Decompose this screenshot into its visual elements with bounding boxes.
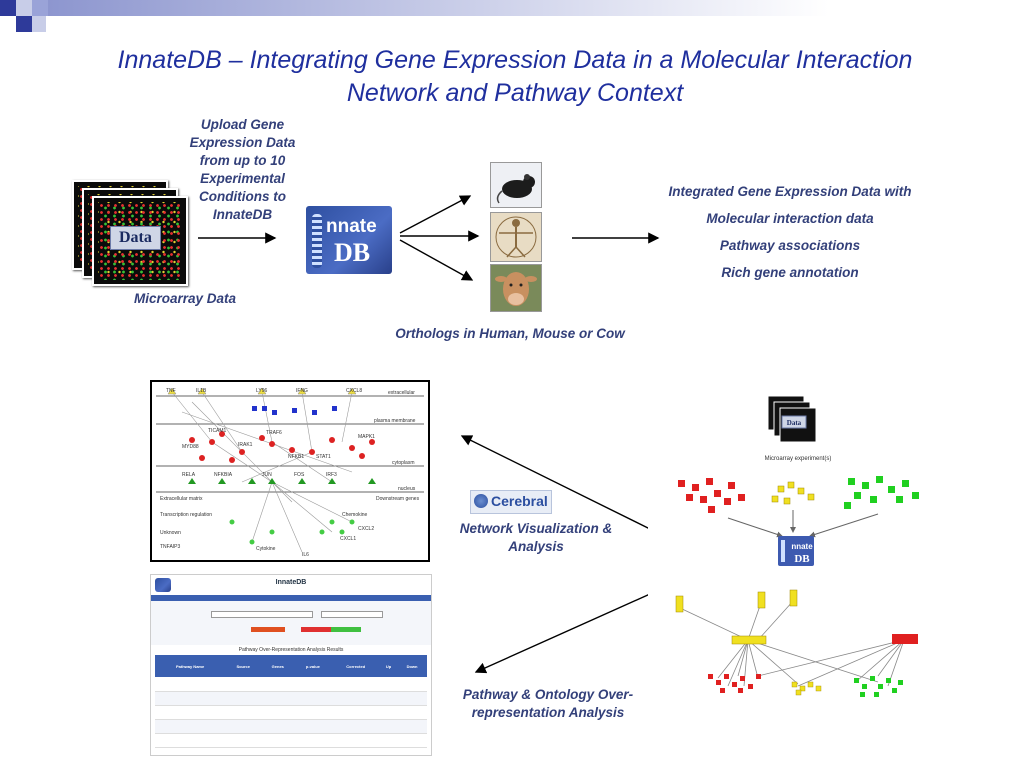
title-line-1: InnateDB – Integrating Gene Expression D… <box>117 46 913 74</box>
logo-word-1: nnate <box>326 216 377 237</box>
innatedb-small-logo <box>155 578 171 592</box>
mouse-image <box>490 162 542 208</box>
column-header: Corrected <box>346 663 366 669</box>
result-item: Molecular interaction data <box>706 211 874 226</box>
schematic-caption: Microarray experiment(s) <box>765 456 832 462</box>
arrow-to-mouse <box>399 195 472 234</box>
compartment-label: plasma membrane <box>374 418 416 424</box>
result-item: Rich gene annotation <box>721 265 859 280</box>
node-label: NFKB1 <box>288 454 304 460</box>
arrow-to-cow <box>399 239 474 281</box>
node-label: LY96 <box>256 388 268 394</box>
cerebral-label: Cerebral <box>491 493 548 509</box>
dna-icon <box>312 214 322 268</box>
schematic-graph: Data Microarray experiment(s) nnate DB <box>675 395 919 697</box>
microarray-label: Microarray Data <box>133 291 237 306</box>
slide-title: InnateDB – Integrating Gene Expression D… <box>40 44 990 110</box>
compartment-label: extracellular <box>388 390 415 396</box>
results-title: InnateDB <box>275 579 307 586</box>
cow-image <box>490 264 542 312</box>
legend-label: Chemokine <box>342 512 368 518</box>
compartment-label: Downstream genes <box>376 496 420 502</box>
result-item: Pathway associations <box>719 238 861 253</box>
column-header: Genes <box>271 663 284 669</box>
node-label: IRAK1 <box>238 442 253 448</box>
node-label: CXCL1 <box>340 536 356 542</box>
microarray-stack-image: Data <box>72 180 188 286</box>
node-label: MYD88 <box>182 444 199 450</box>
column-header: Up <box>385 663 392 669</box>
column-header: Pathway Name <box>175 663 205 669</box>
title-line-2: Network and Pathway Context <box>346 79 684 107</box>
column-header: Down <box>406 663 418 669</box>
schematic-data-badge: Data <box>787 419 802 427</box>
results-nav-bar <box>151 595 431 601</box>
pathway-analysis-label: Pathway & Ontology Over- representation … <box>462 687 634 720</box>
orthologs-label: Orthologs in Human, Mouse or Cow <box>395 326 625 341</box>
corner-decoration <box>0 0 1024 40</box>
node-label: NFKBIA <box>214 472 233 478</box>
table-row[interactable] <box>155 733 427 747</box>
results-subtitle: Pathway Over-Representation Analysis Res… <box>238 647 344 653</box>
cerebral-logo: Cerebral <box>470 490 552 514</box>
result-item: Integrated Gene Expression Data with <box>668 184 912 199</box>
node-label: IL1B <box>196 388 207 394</box>
upload-label: Upload Gene Expression Data from up to 1… <box>189 117 296 222</box>
node-label: TNF <box>166 388 176 394</box>
brain-icon <box>474 494 488 508</box>
network-graph: extracellular plasma membrane cytoplasm … <box>156 387 424 558</box>
data-badge: Data <box>110 226 161 250</box>
network-visualization-panel: extracellular plasma membrane cytoplasm … <box>150 380 430 562</box>
node-label: STAT1 <box>316 454 331 460</box>
schematic-panel: Data Microarray experiment(s) nnate DB <box>648 386 948 704</box>
compartment-label: cytoplasm <box>392 460 415 466</box>
compartment-label: nucleus <box>398 486 416 492</box>
schematic-logo-word-1: nnate <box>791 542 813 551</box>
legend-label: Transcription regulation <box>160 512 212 518</box>
node-label: IL6 <box>302 552 309 558</box>
table-row[interactable] <box>155 705 427 719</box>
arrow-to-pathway <box>474 593 651 674</box>
node-label: FOS <box>294 472 305 478</box>
innatedb-logo: nnate DB <box>306 206 392 274</box>
node-label: MAPK1 <box>358 434 375 440</box>
legend-label: Unknown <box>160 530 181 536</box>
node-label: TRAF6 <box>266 430 282 436</box>
legend-label: Extracellular matrix <box>160 496 203 502</box>
table-row[interactable] <box>155 677 427 691</box>
network-analysis-label: Network Visualization & Analysis <box>459 521 613 554</box>
node-label: Cytokine <box>256 546 276 552</box>
node-label: RELA <box>182 472 196 478</box>
table-row[interactable] <box>155 691 427 705</box>
column-header: p-value <box>305 663 320 669</box>
table-row[interactable] <box>155 719 427 733</box>
node-label: CXCL2 <box>358 526 374 532</box>
schematic-logo-word-2: DB <box>794 553 810 565</box>
results-header: InnateDB <box>151 575 431 595</box>
human-image <box>490 212 542 262</box>
node-label: IRF3 <box>326 472 337 478</box>
node-label: IFNG <box>296 388 308 394</box>
results-table: Pathway Name Source Genes p-value Correc… <box>155 655 427 748</box>
node-label: TICAM1 <box>208 428 227 434</box>
legend-label: TNFAIP3 <box>160 544 181 550</box>
results-list: Integrated Gene Expression Data with Mol… <box>640 178 940 286</box>
pathway-results-screenshot: InnateDB Pathway Over-Representation Ana… <box>150 574 432 756</box>
arrow-to-network <box>460 435 653 531</box>
logo-word-2: DB <box>334 238 371 267</box>
node-label: JUN <box>262 472 272 478</box>
node-label: CXCL8 <box>346 388 362 394</box>
column-header: Source <box>236 663 250 669</box>
